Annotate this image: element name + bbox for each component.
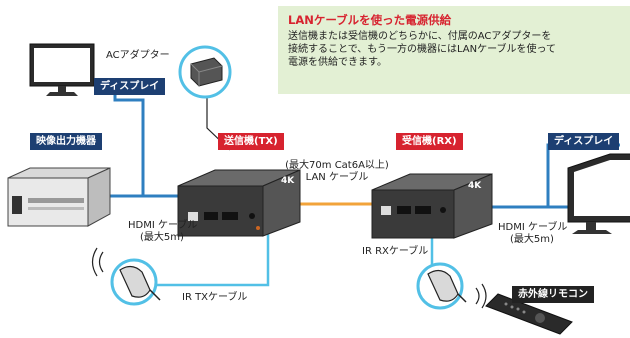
remote-control-icon [485, 293, 573, 335]
receiver-box-icon [371, 173, 493, 239]
callout-body: 送信機または受信機のどちらかに、付属のACアダプターを 接続することで、もう一方… [288, 30, 628, 69]
display-left-tag: ディスプレイ [94, 78, 166, 95]
callout-line: 送信機または受信機のどちらかに、付属のACアダプターを [288, 31, 552, 42]
display-right-icon [567, 153, 630, 234]
tx-4k-logo: 4K [281, 176, 295, 186]
ir-rx-sensor-icon [416, 262, 487, 310]
callout-title: LANケーブルを使った電源供給 [288, 13, 452, 27]
remote-tag: 赤外線リモコン [512, 286, 594, 303]
hdmi-right-label: HDMI ケーブル [498, 222, 568, 233]
transmitter-box-icon [177, 169, 301, 237]
ac-adapter-label: ACアダプター [106, 50, 170, 61]
ir-tx-sensor-icon [91, 247, 161, 306]
display-right-tag: ディスプレイ [548, 133, 620, 150]
rx-4k-logo: 4K [468, 181, 482, 191]
hdmi-right-length: (最大5m) [510, 234, 554, 245]
ac-adapter-icon [178, 45, 232, 99]
lan-cable-label: LAN ケーブル [305, 172, 369, 183]
callout-line: 電源を供給できます。 [288, 57, 387, 68]
source-device-icon [7, 167, 111, 227]
display-left-icon [29, 43, 95, 96]
power-supply-callout: LANケーブルを使った電源供給 送信機または受信機のどちらかに、付属のACアダプ… [278, 6, 630, 94]
receiver-tag: 受信機(RX) [396, 133, 463, 150]
hdmi-left-label: HDMI ケーブル [128, 220, 198, 231]
hdmi-cable-left [110, 86, 178, 198]
transmitter-tag: 送信機(TX) [218, 133, 284, 150]
callout-line: 接続することで、もう一方の機器にはLANケーブルを使って [288, 44, 557, 55]
lan-spec-label: (最大70m Cat6A以上) [285, 160, 389, 171]
ir-rx-label: IR RXケーブル [362, 246, 429, 257]
source-device-tag: 映像出力機器 [30, 133, 102, 150]
ir-tx-label: IR TXケーブル [182, 292, 248, 303]
ir-tx-cable [155, 230, 270, 287]
hdmi-left-length: (最大5m) [140, 232, 184, 243]
